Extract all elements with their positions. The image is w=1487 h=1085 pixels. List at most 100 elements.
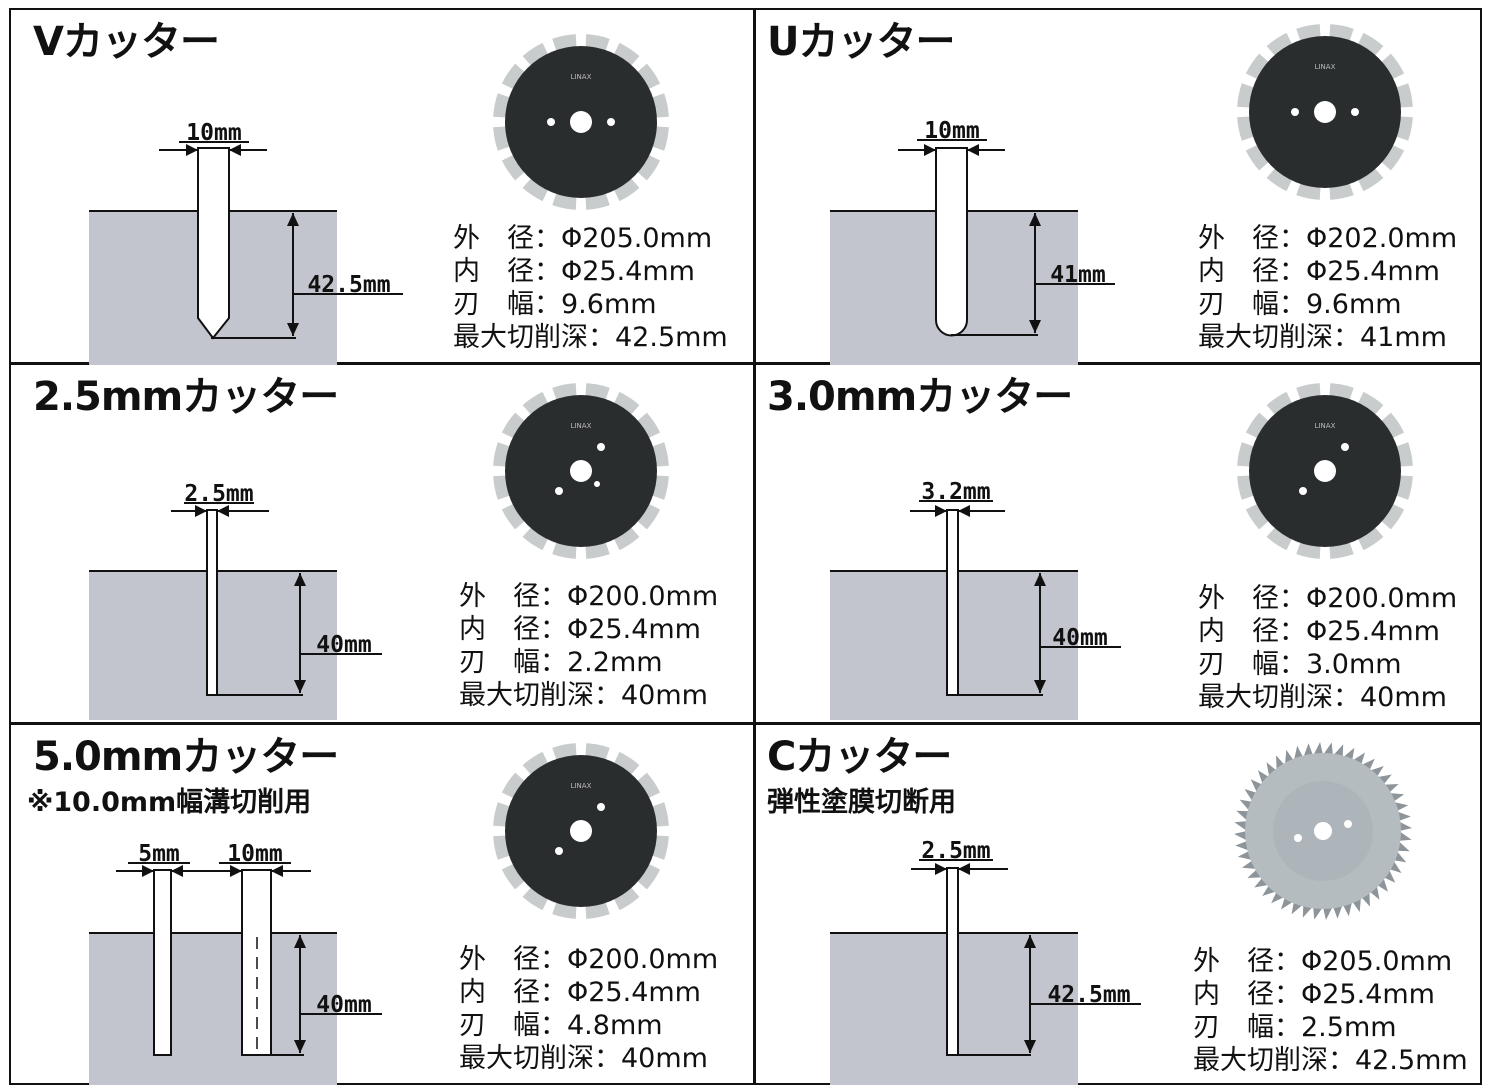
panel-u-cutter: Uカッター 10mm 41mm LINAX 外 径：Φ202.0mm 内 径：Φ… bbox=[745, 10, 1487, 365]
v-groove-profile bbox=[197, 147, 230, 340]
arrowhead bbox=[958, 863, 970, 875]
spec-blade-width: 刃 幅：2.2mm bbox=[459, 647, 663, 678]
arrowhead bbox=[1029, 213, 1041, 226]
arrowhead bbox=[1024, 935, 1036, 948]
diamond-segment bbox=[1266, 32, 1293, 57]
narrow-groove-profile bbox=[946, 509, 959, 696]
spec-blade-width: 刃 幅：3.0mm bbox=[1198, 649, 1402, 680]
spec-inner-diameter: 内 径：Φ25.4mm bbox=[1193, 979, 1435, 1010]
arrowhead bbox=[935, 863, 947, 875]
diamond-segment bbox=[501, 503, 526, 530]
spec-outer-diameter: 外 径：Φ205.0mm bbox=[1193, 946, 1453, 977]
diamond-segment bbox=[613, 526, 640, 551]
spec-inner-diameter: 内 径：Φ25.4mm bbox=[1198, 256, 1440, 287]
narrow-groove-profile bbox=[946, 867, 959, 1056]
diamond-segment bbox=[522, 391, 549, 416]
diamond-segment bbox=[636, 63, 661, 90]
groove-diagram: 2.5mm 42.5mm bbox=[830, 838, 1141, 1085]
diamond-segment bbox=[613, 177, 640, 202]
panel-title: Cカッター bbox=[767, 734, 952, 780]
diamond-segment bbox=[1380, 144, 1405, 171]
spec-outer-diameter: 外 径：Φ200.0mm bbox=[459, 581, 719, 612]
panel-title: 2.5mmカッター bbox=[33, 374, 339, 420]
arrowhead bbox=[195, 505, 207, 517]
diamond-segment bbox=[1245, 412, 1270, 439]
arrowhead bbox=[229, 144, 241, 156]
diamond-segment bbox=[1357, 391, 1384, 416]
diamond-segment bbox=[613, 391, 640, 416]
spec-list: 外 径：Φ205.0mm 内 径：Φ25.4mm 刃 幅：2.5mm 最大切削深… bbox=[1193, 945, 1468, 1077]
diamond-blade-image: LINAX bbox=[493, 743, 669, 919]
saw-blade-image bbox=[1234, 742, 1412, 920]
blade-brand: LINAX bbox=[571, 782, 592, 790]
arrowhead bbox=[924, 144, 936, 156]
diamond-segment bbox=[522, 42, 549, 67]
grid-divider-vertical bbox=[753, 10, 756, 1083]
diamond-segment bbox=[636, 772, 661, 799]
diamond-segment bbox=[522, 751, 549, 776]
diamond-segment bbox=[1380, 412, 1405, 439]
diamond-segment bbox=[636, 412, 661, 439]
spec-list: 外 径：Φ200.0mm 内 径：Φ25.4mm 刃 幅：4.8mm 最大切削深… bbox=[459, 943, 718, 1075]
cutter-comparison-grid bbox=[9, 8, 1482, 1085]
diamond-segment bbox=[1380, 53, 1405, 80]
spec-list: 外 径：Φ205.0mm 内 径：Φ25.4mm 刃 幅：9.6mm 最大切削深… bbox=[453, 222, 728, 354]
diamond-segment bbox=[613, 751, 640, 776]
arrowhead bbox=[1034, 680, 1046, 693]
diamond-segment bbox=[1266, 391, 1293, 416]
panel-title: 5.0mmカッター bbox=[33, 734, 339, 780]
panel-v-cutter: Vカッター 10mm 42.5mm LINAX 外 径：Φ205.0mm 内 径… bbox=[11, 10, 753, 365]
arrowhead bbox=[1034, 573, 1046, 586]
panel-title: 3.0mmカッター bbox=[767, 374, 1073, 420]
arrowhead bbox=[294, 935, 306, 948]
diamond-segment bbox=[1357, 167, 1384, 192]
panel-title: Uカッター bbox=[767, 19, 955, 65]
groove-diagram: 2.5mm 40mm bbox=[89, 481, 382, 720]
spec-list: 外 径：Φ202.0mm 内 径：Φ25.4mm 刃 幅：9.6mm 最大切削深… bbox=[1198, 222, 1457, 354]
panel-2-5mm-cutter: 2.5mmカッター 2.5mm 40mm LINAX 外 径：Φ200.0mm … bbox=[11, 365, 753, 720]
spec-inner-diameter: 内 径：Φ25.4mm bbox=[459, 977, 701, 1008]
diamond-segment bbox=[501, 863, 526, 890]
grid-divider-horizontal-2 bbox=[11, 722, 1480, 725]
arrowhead bbox=[1024, 1040, 1036, 1053]
arrowhead bbox=[186, 144, 198, 156]
diamond-segment bbox=[522, 177, 549, 202]
arrowhead bbox=[287, 213, 299, 226]
spec-list: 外 径：Φ200.0mm 内 径：Φ25.4mm 刃 幅：3.0mm 最大切削深… bbox=[1198, 582, 1457, 714]
diamond-segment bbox=[613, 886, 640, 911]
arrowhead bbox=[142, 865, 154, 877]
spec-blade-width: 刃 幅：2.5mm bbox=[1193, 1012, 1397, 1043]
diamond-blade-image: LINAX bbox=[1237, 383, 1413, 559]
spec-max-depth: 最大切削深：40mm bbox=[459, 680, 708, 711]
diamond-segment bbox=[1245, 53, 1270, 80]
diamond-segment bbox=[636, 154, 661, 181]
diamond-segment bbox=[1266, 526, 1293, 551]
spec-outer-diameter: 外 径：Φ200.0mm bbox=[1198, 583, 1458, 614]
concrete-block bbox=[89, 933, 337, 1085]
arrowhead bbox=[171, 865, 183, 877]
diamond-segment bbox=[1245, 144, 1270, 171]
arrowhead bbox=[294, 680, 306, 693]
diamond-segment bbox=[613, 42, 640, 67]
diamond-segment bbox=[501, 772, 526, 799]
narrow-groove-profile bbox=[206, 509, 218, 696]
spec-max-depth: 最大切削深：41mm bbox=[1198, 322, 1447, 353]
arrowhead bbox=[230, 865, 242, 877]
spec-outer-diameter: 外 径：Φ205.0mm bbox=[453, 223, 713, 254]
groove-diagram: 5mm 10mm 40mm bbox=[89, 841, 382, 1085]
diamond-blade-image: LINAX bbox=[493, 34, 669, 210]
spec-inner-diameter: 内 径：Φ25.4mm bbox=[453, 256, 695, 287]
arrowhead bbox=[935, 505, 947, 517]
spec-inner-diameter: 内 径：Φ25.4mm bbox=[1198, 616, 1440, 647]
blade-brand: LINAX bbox=[571, 422, 592, 430]
diamond-segment bbox=[1357, 526, 1384, 551]
diamond-segment bbox=[1380, 503, 1405, 530]
arrowhead bbox=[958, 505, 970, 517]
spec-outer-diameter: 外 径：Φ202.0mm bbox=[1198, 223, 1458, 254]
groove-diagram: 3.2mm 40mm bbox=[830, 479, 1121, 720]
spec-max-depth: 最大切削深：40mm bbox=[459, 1043, 708, 1074]
blade-brand: LINAX bbox=[1315, 63, 1336, 71]
panel-5-0mm-cutter: 5.0mmカッター ※10.0mm幅溝切削用 5mm 10mm 40mm LIN… bbox=[11, 725, 753, 1085]
spec-list: 外 径：Φ200.0mm 内 径：Φ25.4mm 刃 幅：2.2mm 最大切削深… bbox=[459, 580, 718, 712]
arrowhead bbox=[217, 505, 229, 517]
